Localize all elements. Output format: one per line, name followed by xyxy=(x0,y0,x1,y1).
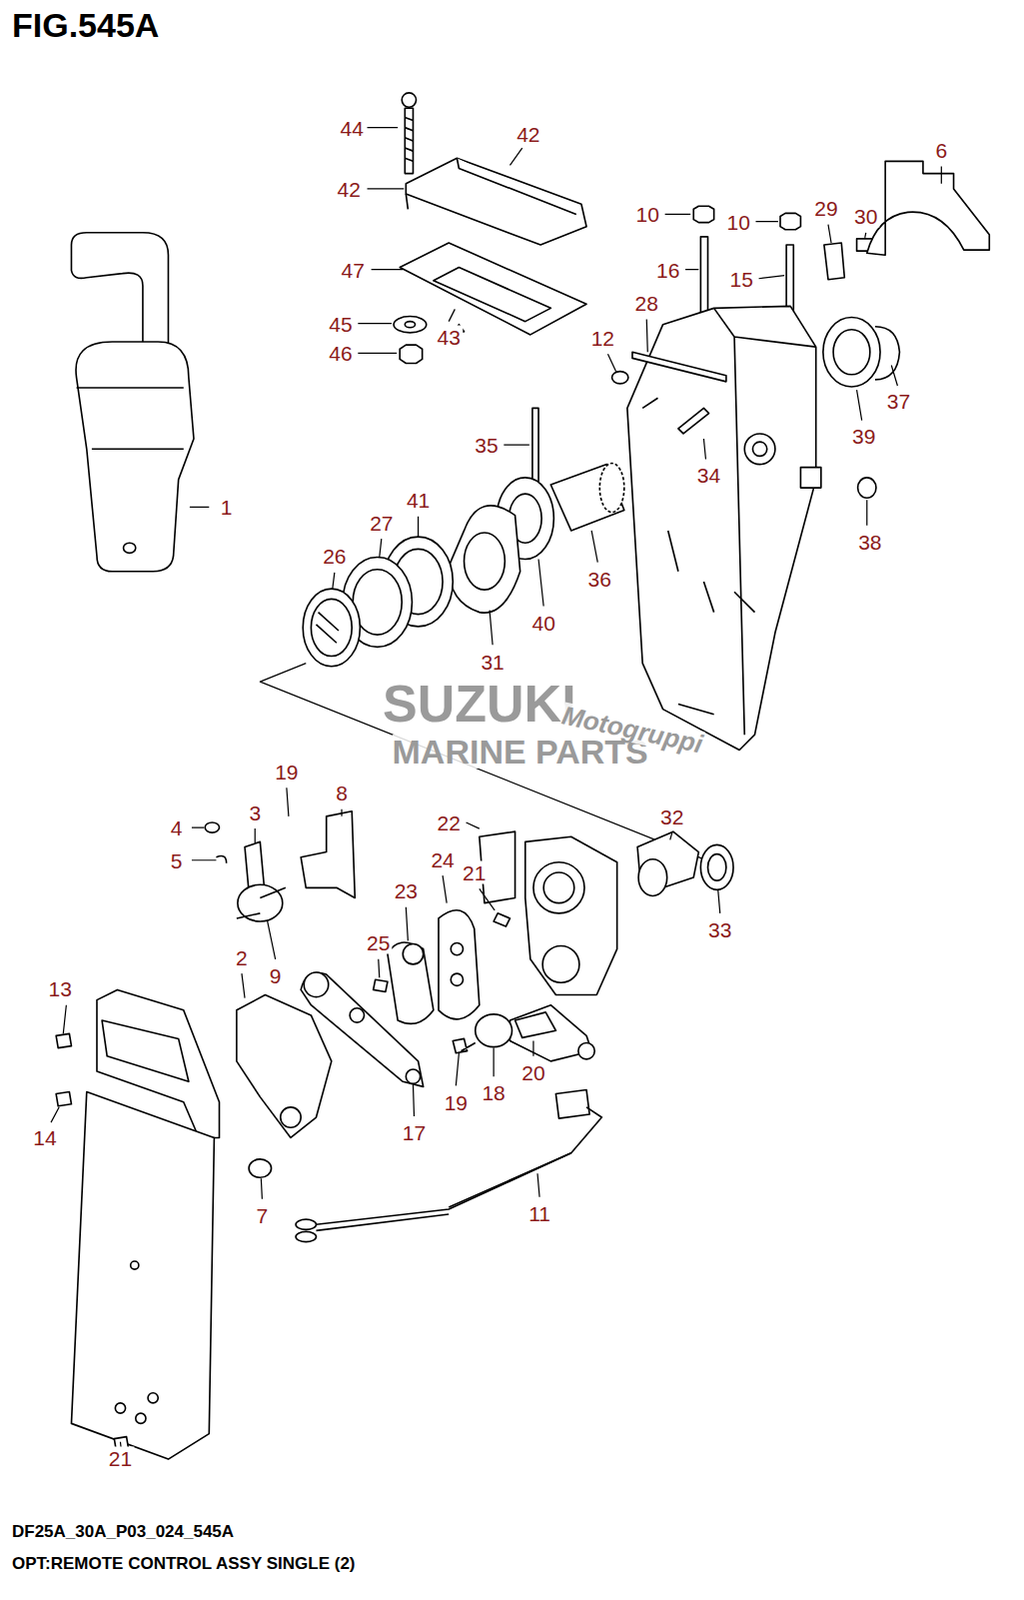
drawing-code: DF25A_30A_P03_024_545A xyxy=(11,1522,234,1540)
callout-number: 20 xyxy=(519,1059,547,1083)
callout-number: 35 xyxy=(472,433,500,457)
callout-number: 8 xyxy=(333,781,350,805)
callout-number: 36 xyxy=(586,566,614,590)
callout-number: 2 xyxy=(233,945,250,969)
callout-number: 42 xyxy=(334,176,362,200)
callout-number: 18 xyxy=(479,1080,507,1104)
callout-number: 44 xyxy=(338,115,366,139)
callout-number: 22 xyxy=(435,810,463,834)
callout-number: 5 xyxy=(168,848,185,872)
callout-number: 33 xyxy=(706,918,734,942)
callout-number: 23 xyxy=(392,879,420,903)
watermark: MARINE PARTS xyxy=(392,734,649,769)
callout-number: 9 xyxy=(267,963,284,987)
callout-number: 25 xyxy=(364,931,392,955)
callout-number: 32 xyxy=(658,804,686,828)
callout-number: 7 xyxy=(254,1202,271,1226)
callout-number: 24 xyxy=(428,847,456,871)
callout-number: 43 xyxy=(435,324,463,348)
callout-number: 6 xyxy=(933,138,950,162)
figure-caption: OPT:REMOTE CONTROL ASSY SINGLE (2) xyxy=(11,1554,356,1572)
callout-number: 10 xyxy=(634,202,662,226)
callout-number: 10 xyxy=(724,209,752,233)
callout-number: 47 xyxy=(339,257,367,281)
callout-number: 12 xyxy=(589,325,617,349)
callout-number: 16 xyxy=(654,257,682,281)
callout-number: 30 xyxy=(852,204,880,228)
callout-number: 15 xyxy=(728,266,756,290)
callout-number: 3 xyxy=(246,800,263,824)
watermark: SUZUKI xyxy=(382,677,577,730)
callout-number: 21 xyxy=(106,1445,134,1469)
callout-number: 34 xyxy=(695,462,723,486)
callout-number: 42 xyxy=(514,121,542,145)
callout-number: 13 xyxy=(46,977,74,1001)
callout-number: 45 xyxy=(326,311,354,335)
callout-number: 11 xyxy=(526,1200,553,1224)
callout-number: 37 xyxy=(885,389,913,413)
callout-number: 4 xyxy=(168,815,185,839)
callout-number: 17 xyxy=(400,1120,428,1144)
callout-number: 21 xyxy=(460,860,488,884)
callout-number: 19 xyxy=(272,759,300,783)
callout-number: 29 xyxy=(812,196,840,220)
callout-number: 19 xyxy=(442,1089,470,1113)
callout-number: 28 xyxy=(633,291,661,315)
callout-number: 14 xyxy=(30,1125,58,1149)
callout-number: 26 xyxy=(320,544,348,568)
callout-number: 31 xyxy=(478,649,506,673)
callout-number: 1 xyxy=(218,495,235,519)
callout-number: 39 xyxy=(850,423,878,447)
callout-number: 46 xyxy=(326,341,354,365)
callout-number: 41 xyxy=(404,488,432,512)
figure-title: FIG.545A xyxy=(11,7,159,42)
callout-number: 38 xyxy=(856,530,884,554)
callout-number: 40 xyxy=(529,610,557,634)
callout-number: 27 xyxy=(367,510,395,534)
